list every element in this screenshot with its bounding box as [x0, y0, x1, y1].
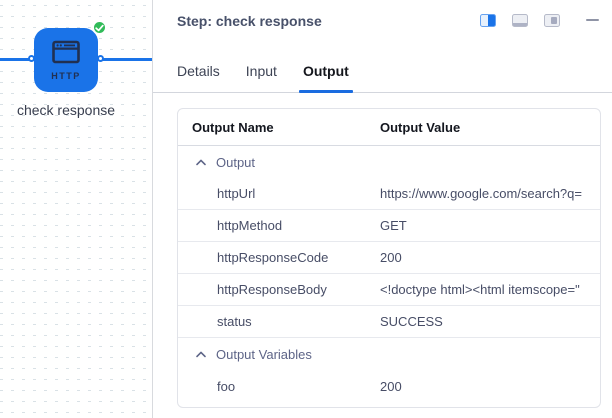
http-browser-icon	[49, 40, 83, 70]
output-value: GET	[380, 218, 407, 233]
http-step-node[interactable]: HTTP	[28, 20, 107, 92]
tab-input[interactable]: Input	[245, 63, 277, 79]
bottom-panel-icon[interactable]	[512, 13, 528, 27]
tab-details[interactable]: Details	[177, 63, 220, 79]
output-name: httpResponseCode	[217, 250, 329, 265]
table-row-foo: foo 200	[178, 370, 600, 402]
panel-view-controls	[480, 12, 599, 28]
chevron-up-icon	[196, 351, 206, 358]
group-label: Output Variables	[216, 346, 312, 362]
group-label: Output	[216, 154, 256, 170]
output-group-row[interactable]: Output	[178, 146, 600, 178]
output-name: httpUrl	[217, 186, 256, 201]
table-header: Output Name Output Value	[178, 109, 600, 146]
input-port[interactable]	[28, 55, 35, 62]
workflow-canvas[interactable]: HTTP check response	[0, 0, 152, 418]
panel-header: Step: check response	[153, 0, 612, 30]
column-output-value: Output Value	[380, 119, 461, 135]
output-name: httpResponseBody	[217, 282, 327, 297]
node-type-label: HTTP	[51, 70, 81, 81]
node-label: check response	[16, 102, 116, 118]
output-value: 200	[380, 378, 402, 394]
output-name: httpMethod	[217, 218, 283, 233]
table-row-httpMethod: httpMethod GET	[178, 210, 600, 242]
connection-edge-left[interactable]	[0, 58, 34, 61]
table-row-status: status SUCCESS	[178, 306, 600, 338]
panel-title: Step: check response	[177, 13, 322, 29]
step-panel: Step: check response Details Input Outpu…	[152, 0, 612, 418]
output-port[interactable]	[97, 55, 104, 62]
table-row-httpResponseBody: httpResponseBody <!doctype html><html it…	[178, 274, 600, 306]
tab-bar: Details Input Output	[153, 63, 612, 93]
output-table: Output Name Output Value Output httpUrl …	[177, 108, 601, 408]
right-panel-icon[interactable]	[544, 13, 560, 27]
success-check-icon	[92, 20, 107, 35]
column-output-name: Output Name	[192, 119, 274, 135]
output-name: foo	[217, 378, 236, 394]
chevron-up-icon	[196, 159, 206, 166]
minimize-icon[interactable]	[586, 19, 599, 21]
split-view-icon[interactable]	[480, 13, 496, 27]
output-variables-group-row[interactable]: Output Variables	[178, 338, 600, 370]
tab-output[interactable]: Output	[298, 63, 353, 93]
output-value: <!doctype html><html itemscope="	[380, 282, 580, 297]
connection-edge-right[interactable]	[98, 58, 152, 61]
output-value: https://www.google.com/search?q=	[380, 186, 582, 201]
table-row-httpResponseCode: httpResponseCode 200	[178, 242, 600, 274]
table-row-httpUrl: httpUrl https://www.google.com/search?q=	[178, 178, 600, 210]
output-name: status	[217, 314, 252, 329]
output-value: 200	[380, 250, 402, 265]
output-value: SUCCESS	[380, 314, 443, 329]
